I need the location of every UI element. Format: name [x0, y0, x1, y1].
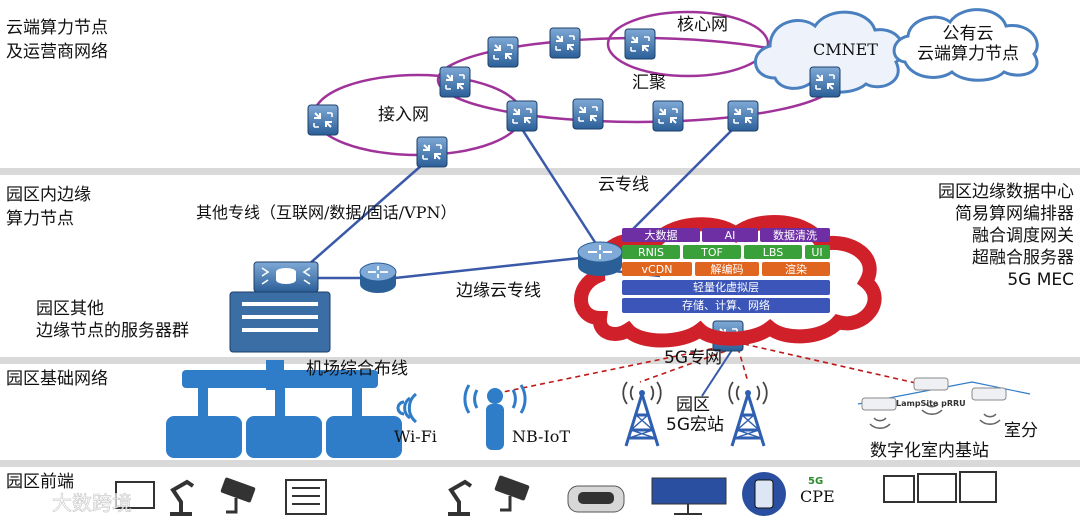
layer-label-park-edge: 园区内边缘算力节点 — [6, 185, 91, 229]
layer-label-park-front: 园区前端 — [6, 472, 74, 492]
router-icon — [652, 100, 684, 132]
lampsite-prru-icon — [857, 377, 1031, 429]
macro-link — [701, 349, 733, 397]
router-icon — [549, 27, 581, 59]
macro-tower-icon — [727, 380, 769, 448]
robot-arm-icon — [448, 479, 473, 516]
svg-text:TOF: TOF — [700, 246, 723, 259]
core-ring-label: 核心网 — [677, 15, 728, 35]
camera-icon — [220, 477, 256, 514]
router-icon — [809, 66, 841, 98]
svg-text:解编码: 解编码 — [711, 262, 744, 276]
mec-router-icon — [577, 241, 623, 276]
printer-icon — [285, 479, 327, 515]
nbiot-antenna-icon — [463, 384, 527, 450]
digital-indoor-label: 数字化室内基站 — [870, 441, 989, 461]
edge-router-icon — [359, 262, 397, 293]
public-cloud-label: 公有云云端算力节点 — [917, 24, 1019, 64]
other-lines-label: 其他专线（互联网/数据/固话/VPN） — [196, 203, 457, 222]
cabling-label: 机场综合布线 — [306, 359, 408, 379]
wifi-icon — [396, 392, 418, 424]
router-icon — [624, 28, 656, 60]
edge-cloud-line-label: 边缘云专线 — [456, 281, 541, 301]
router-icon — [307, 104, 339, 136]
lampsite-label: LampSite pRRU — [896, 399, 966, 408]
display-screen-icon — [651, 477, 727, 515]
macro-tower-icon — [621, 380, 663, 448]
wifi-label: Wi-Fi — [394, 427, 437, 446]
cpe-label: CPE — [800, 487, 835, 506]
vr-headset-icon — [567, 485, 625, 513]
indoor-label: 室分 — [1004, 421, 1038, 441]
svg-text:数据清洗: 数据清洗 — [773, 228, 817, 242]
svg-text:UI: UI — [811, 246, 822, 259]
cabling-tree-icon — [166, 360, 402, 458]
access-ring-label: 接入网 — [378, 105, 429, 125]
router-icon — [572, 98, 604, 130]
router-icon — [487, 36, 519, 68]
room-frames — [883, 471, 997, 503]
private-5g-label: 5G专网 — [664, 348, 722, 368]
layer-divider-3 — [0, 460, 1080, 467]
server-cabinet-icon — [229, 261, 331, 353]
router-icon — [416, 136, 448, 168]
cloud-line-label: 云专线 — [598, 175, 649, 195]
nbiot-label: NB-IoT — [512, 427, 570, 446]
svg-text:vCDN: vCDN — [642, 263, 673, 276]
watermark: 大数跨境 — [52, 491, 132, 515]
camera-icon — [494, 475, 530, 512]
5g-dashed-links — [502, 343, 921, 393]
layer-divider-2 — [0, 357, 1080, 364]
svg-text:渲染: 渲染 — [785, 262, 807, 276]
svg-text:LBS: LBS — [763, 246, 783, 259]
router-icon — [506, 100, 538, 132]
cmnet-label: CMNET — [813, 40, 878, 59]
svg-text:大数据: 大数据 — [645, 228, 678, 242]
svg-text:AI: AI — [725, 229, 736, 242]
smartphone-icon — [742, 472, 786, 516]
server-group-label: 园区其他边缘节点的服务器群 — [36, 299, 189, 341]
aggregation-ring-label: 汇聚 — [632, 73, 666, 93]
layer-label-cloud: 云端算力节点及运营商网络 — [6, 18, 108, 62]
cpe-badge: 5G — [808, 476, 823, 487]
svg-text:轻量化虚拟层: 轻量化虚拟层 — [693, 280, 759, 294]
layer-label-park-network: 园区基础网络 — [6, 369, 108, 389]
svg-text:存储、计算、网络: 存储、计算、网络 — [682, 298, 770, 312]
svg-text:RNIS: RNIS — [638, 246, 664, 259]
robot-arm-icon — [170, 479, 195, 516]
router-icon — [439, 66, 471, 98]
front-devices — [115, 472, 786, 516]
laptop-icon — [115, 481, 155, 509]
public-cloud — [892, 8, 1039, 82]
router-icon — [727, 100, 759, 132]
core-ring — [606, 10, 770, 78]
layer-divider-1 — [0, 168, 1080, 175]
service-stack: 大数据 AI 数据清洗 RNIS TOF LBS UI vCDN 解编码 渲染 … — [622, 228, 830, 313]
